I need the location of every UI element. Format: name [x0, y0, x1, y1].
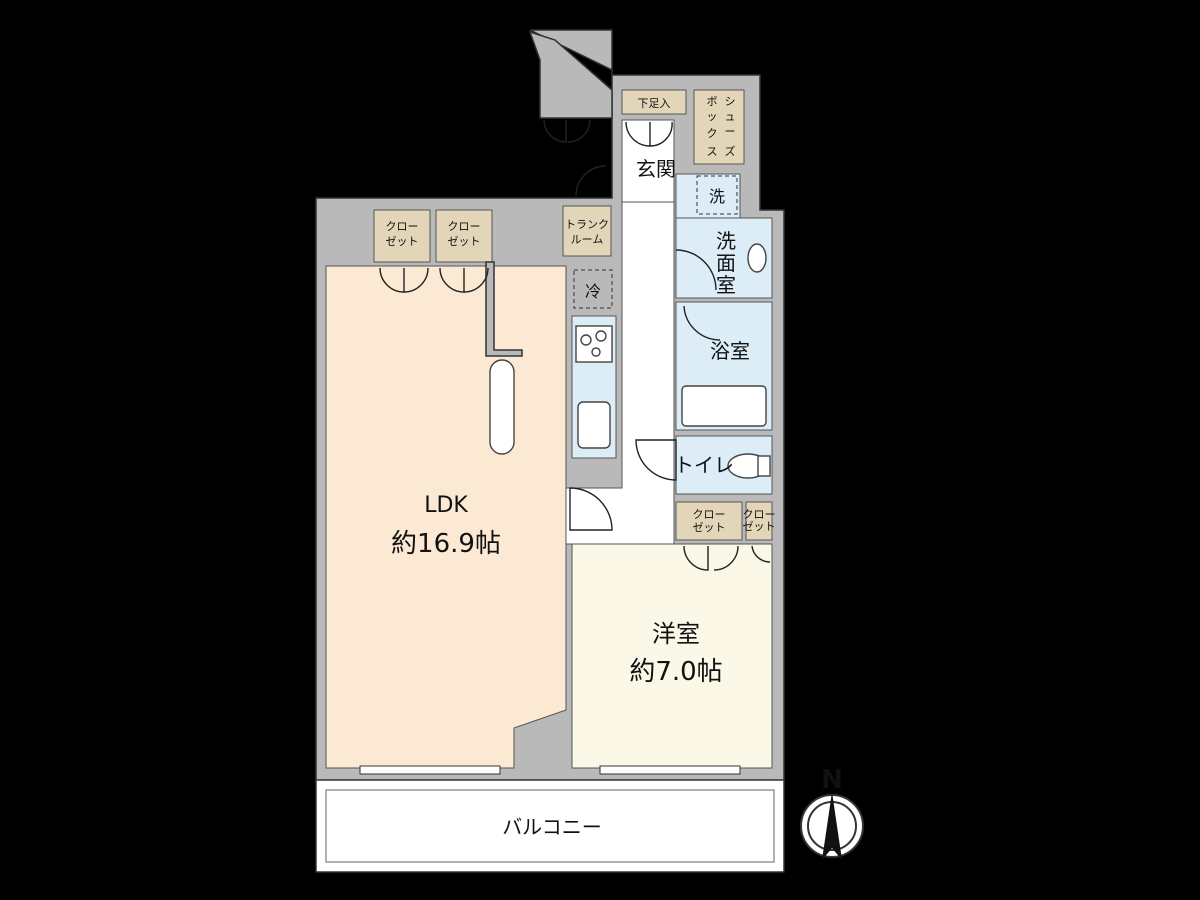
sink-icon [577, 401, 611, 449]
door-arc [543, 119, 567, 143]
entrance-label: 玄関 [636, 157, 676, 181]
closet-label: ゼット [386, 235, 419, 248]
compass-needle-icon [822, 792, 842, 860]
shoe-box [693, 89, 745, 165]
windows [359, 765, 741, 775]
washer-area [675, 173, 741, 219]
trunk-room [562, 205, 612, 257]
door-arc [683, 305, 721, 341]
shoe-closet-label: 下足入 [638, 97, 671, 110]
door-arc [625, 121, 651, 147]
washroom-label-3: 室 [716, 273, 736, 297]
closet-ldk-2 [435, 209, 493, 263]
closet-label: ゼット [743, 520, 776, 533]
shoe-box-label: ボ [707, 95, 718, 108]
burner-icon [595, 330, 607, 342]
bathtub-icon [681, 385, 767, 427]
balcony-label: バルコニー [502, 815, 602, 839]
compass-north-label: N [821, 765, 843, 795]
bedroom-area: 約7.0帖 [629, 657, 722, 687]
door-arc [403, 267, 429, 293]
washroom-label-2: 面 [716, 251, 736, 275]
burner-icon [591, 347, 601, 357]
shoe-box-label: ュ [725, 110, 736, 123]
bedroom-floor [571, 543, 773, 769]
closet-label: クロー [693, 508, 726, 521]
stove-icon [575, 325, 613, 363]
fridge-label: 冷 [585, 282, 601, 301]
door-arc [569, 487, 613, 531]
door-arc [635, 439, 677, 481]
washer-label: 洗 [709, 187, 725, 206]
ldk-name: LDK [424, 493, 468, 518]
doors [379, 119, 771, 571]
door-arc [751, 545, 771, 563]
door-arc [575, 165, 607, 197]
shoe-box-label: ッ [707, 110, 718, 123]
burner-icon [580, 334, 592, 346]
closet-label: クロー [743, 508, 776, 521]
partition-wall [485, 261, 523, 357]
shoe-box-label: ス [707, 145, 718, 158]
shoe-box-label: ズ [725, 144, 736, 158]
door-arc [439, 267, 465, 293]
column-icon [489, 359, 515, 455]
ldk-area: 約16.9帖 [391, 529, 501, 559]
trunk-room-label: トランク [565, 218, 609, 231]
door-arc [567, 119, 591, 143]
washer-space [696, 175, 738, 215]
shoe-box-label: ク [707, 127, 718, 140]
closet-label: ゼット [448, 235, 481, 248]
shoe-box-label: シ [725, 95, 736, 108]
door-arc [713, 545, 739, 571]
door-arc [649, 121, 673, 147]
balcony-floor [325, 789, 775, 863]
closet-bedroom-2 [745, 501, 773, 541]
trunk-room-label: ルーム [571, 233, 604, 246]
entrance-floor [621, 119, 675, 203]
bedroom-name: 洋室 [652, 620, 700, 648]
closet-label: クロー [448, 220, 481, 233]
door-arc [683, 545, 709, 571]
toilet-tank-icon [757, 455, 771, 477]
washbasin-icon [747, 243, 767, 273]
door-arc [379, 267, 405, 293]
compass: N [800, 765, 864, 860]
window-ldk [359, 765, 501, 775]
shoe-box-label: ー [725, 125, 736, 138]
closet-label: クロー [386, 220, 419, 233]
wall-wedge [528, 30, 613, 119]
door-arc [463, 267, 489, 293]
washroom-label-1: 洗 [716, 229, 736, 253]
closet-bedroom-1 [675, 501, 743, 541]
washroom-floor [675, 217, 773, 299]
door-arc [675, 249, 717, 291]
window-bedroom [599, 765, 741, 775]
closet-label: ゼット [693, 521, 726, 534]
fridge-space [573, 269, 613, 309]
bathroom-label: 浴室 [710, 339, 750, 363]
toilet-label: トイレ [674, 453, 734, 477]
shoe-closet [621, 89, 687, 115]
closet-ldk-1 [373, 209, 431, 263]
